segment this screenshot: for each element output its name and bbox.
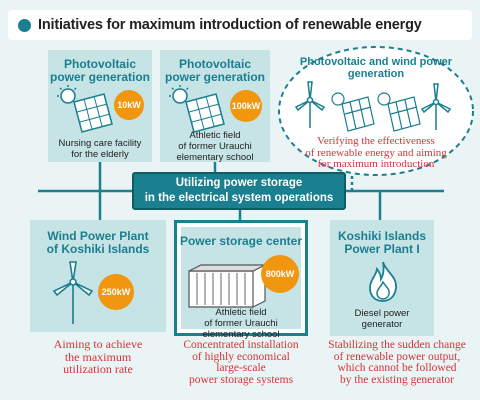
title-line: Wind Power Plant (47, 229, 149, 243)
caption-line: Athletic field (215, 307, 267, 318)
note-line: Stabilizing the sudden change (328, 339, 466, 351)
photovoltaic-box-athletic: Photovoltaic power generation 100kW Athl… (160, 50, 270, 163)
title-line: Photovoltaic and wind power (299, 56, 453, 68)
title-line: generation (347, 68, 405, 80)
box-title: Photovoltaic power generation (160, 58, 270, 84)
caption-line: for the elderly (71, 149, 129, 160)
wind-turbine-icon (294, 81, 326, 128)
power-plant-box: Koshiki Islands Power Plant I Diesel pow… (330, 220, 434, 336)
caption-line: generator (361, 319, 403, 330)
title-line: Koshiki Islands (337, 229, 427, 243)
fire-icon (369, 261, 397, 302)
battery-container-icon (188, 264, 266, 308)
caption-line: Athletic field (189, 130, 241, 141)
storage-note: Concentrated installation of highly econ… (160, 339, 322, 386)
caption-line: of former Urauchi (178, 141, 252, 152)
capacity-badge: 250kW (98, 274, 134, 310)
power-plant-note: Stabilizing the sudden change of renewab… (316, 339, 478, 386)
note-line: Verifying the effectiveness (317, 135, 435, 147)
note-line: of highly economical (192, 350, 290, 363)
solar-panel-icon (57, 85, 113, 133)
bar-line: in the electrical system operations (144, 192, 334, 204)
bullet-dot (18, 18, 31, 32)
box-caption: Diesel power generator (330, 308, 434, 330)
caption-line: Diesel power (354, 308, 410, 319)
box-caption: Nursing care facility for the elderly (48, 138, 152, 160)
wind-turbine-icon (420, 83, 452, 130)
note-line: which cannot be followed (337, 362, 457, 374)
caption-line: elementary school (202, 329, 280, 340)
ellipse-title: Photovoltaic and wind power generation (282, 56, 470, 80)
title-line: of Koshiki Islands (46, 242, 150, 256)
box-title: Photovoltaic power generation (48, 58, 152, 84)
note-line: of renewable energy and aiming (305, 146, 447, 159)
box-title: Power storage center (179, 234, 303, 248)
note-line: of renewable power output, (333, 350, 461, 363)
power-storage-box: Power storage center 800kW Athletic fiel… (174, 220, 308, 340)
note-line: for maximum introduction (317, 158, 435, 170)
box-caption: Athletic field of former Urauchi element… (177, 307, 305, 340)
box-title: Koshiki Islands Power Plant I (330, 230, 434, 256)
note-line: the maximum (64, 349, 132, 364)
solar-panel-icon (331, 92, 421, 132)
solar-panel-icon (169, 85, 225, 133)
note-line: Concentrated installation (183, 339, 299, 351)
title-line: Power Plant I (344, 242, 420, 256)
wind-plant-box: Wind Power Plant of Koshiki Islands 250k… (30, 220, 166, 332)
box-title-text: Photovoltaic power generation (49, 57, 150, 84)
verification-ellipse (278, 46, 474, 176)
caption-line: elementary school (176, 152, 254, 163)
box-title-text: Photovoltaic power generation (164, 57, 265, 84)
power-storage-bar: Utilizing power storage in the electrica… (132, 172, 346, 210)
caption-line: Nursing care facility (58, 138, 142, 149)
capacity-badge: 100kW (230, 90, 262, 122)
capacity-badge: 10kW (114, 90, 144, 120)
capacity-badge: 800kW (261, 255, 299, 293)
ellipse-note: Verifying the effectiveness of renewable… (284, 135, 468, 171)
box-title: Wind Power Plant of Koshiki Islands (30, 230, 166, 256)
photovoltaic-box-nursing: Photovoltaic power generation 10kW Nursi… (48, 50, 152, 162)
note-line: power storage systems (188, 373, 294, 386)
wind-turbine-icon (52, 261, 94, 324)
note-line: large-scale (216, 362, 266, 374)
note-line: by the existing generator (339, 373, 454, 386)
note-line: utilization rate (63, 362, 133, 376)
caption-line: of former Urauchi (204, 318, 278, 329)
box-caption: Athletic field of former Urauchi element… (160, 130, 270, 163)
wind-plant-note: Aiming to achieve the maximum utilizatio… (24, 338, 172, 376)
page-title: Initiatives for maximum introduction of … (38, 17, 422, 33)
header: Initiatives for maximum introduction of … (8, 10, 472, 40)
bar-line: Utilizing power storage (175, 177, 303, 189)
note-line: Aiming to achieve (53, 337, 143, 351)
